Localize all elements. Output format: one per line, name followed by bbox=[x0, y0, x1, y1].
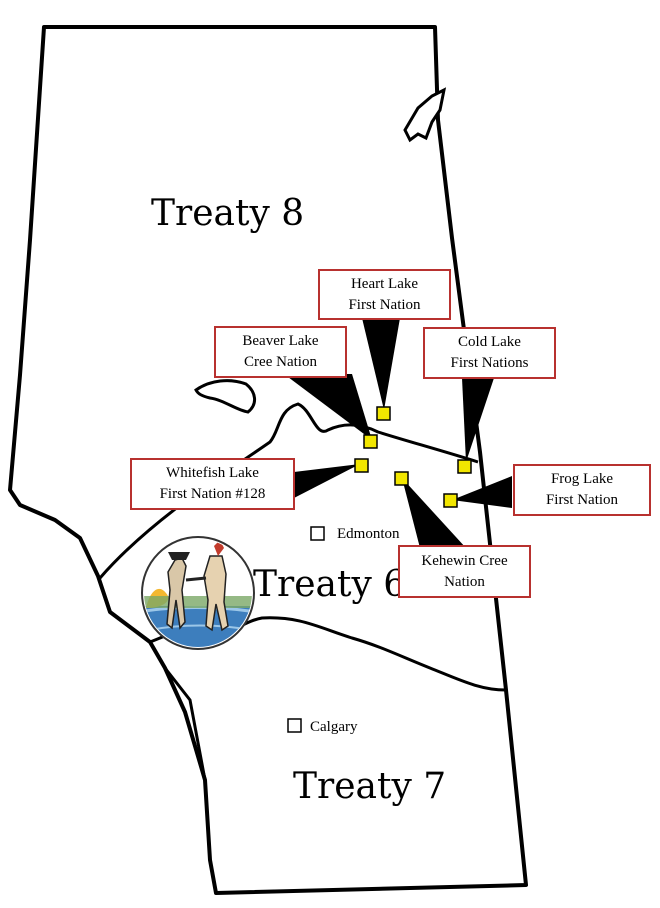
frog-lake-label: Frog Lake First Nation bbox=[513, 464, 651, 516]
whitefish-lake-label-line1: Whitefish Lake bbox=[166, 465, 259, 481]
whitefish-lake-pointer bbox=[294, 464, 360, 498]
heart-lake-label-line2: First Nation bbox=[348, 296, 421, 313]
whitefish-lake-label-line2: First Nation #128 bbox=[159, 486, 266, 502]
beaver-lake-pointer bbox=[284, 374, 372, 440]
kehewin-pointer bbox=[402, 478, 466, 548]
lake-athabasca-shape bbox=[403, 87, 447, 143]
treaty-8-label: Treaty 8 bbox=[151, 193, 304, 234]
frog-lake-label-line2: First Nation bbox=[545, 492, 619, 508]
beaver-lake-label: Beaver Lake Cree Nation bbox=[214, 326, 347, 378]
kehewin-label: Kehewin Cree Nation bbox=[398, 545, 531, 598]
kehewin-label-line1: Kehewin Cree bbox=[421, 552, 508, 569]
edmonton-marker bbox=[310, 526, 325, 541]
kehewin-label-line2: Nation bbox=[444, 573, 485, 590]
beaver-lake-label-line1: Beaver Lake bbox=[242, 333, 319, 349]
heart-lake-label: Heart Lake First Nation bbox=[318, 269, 451, 320]
frog-lake-pointer bbox=[452, 476, 512, 508]
cold-lake-marker[interactable] bbox=[457, 459, 472, 474]
heart-lake-pointer bbox=[362, 318, 400, 410]
nation-markers bbox=[354, 406, 472, 508]
frog-lake-marker[interactable] bbox=[443, 493, 458, 508]
calgary-label: Calgary bbox=[310, 719, 358, 735]
treaty-7-label: Treaty 7 bbox=[293, 766, 446, 807]
southwest-border bbox=[163, 667, 207, 781]
whitefish-lake-marker[interactable] bbox=[354, 458, 369, 473]
cold-lake-label-line2: First Nations bbox=[450, 355, 529, 371]
frog-lake-label-line1: Frog Lake bbox=[550, 471, 614, 487]
whitefish-lake-label: Whitefish Lake First Nation #128 bbox=[130, 458, 295, 510]
cold-lake-pointer bbox=[462, 378, 494, 462]
cold-lake-label-line1: Cold Lake bbox=[458, 334, 521, 350]
kehewin-marker[interactable] bbox=[394, 471, 409, 486]
calgary-marker bbox=[287, 718, 302, 733]
edmonton-label: Edmonton bbox=[337, 526, 400, 542]
heart-lake-label-line1: Heart Lake bbox=[350, 275, 419, 292]
lesser-slave-lake-shape bbox=[194, 379, 256, 414]
beaver-lake-marker[interactable] bbox=[363, 434, 378, 449]
beaver-lake-label-line2: Cree Nation bbox=[244, 354, 317, 370]
heart-lake-marker[interactable] bbox=[376, 406, 391, 421]
cold-lake-label: Cold Lake First Nations bbox=[423, 327, 556, 379]
treaty-6-label: Treaty 6 bbox=[253, 564, 406, 605]
